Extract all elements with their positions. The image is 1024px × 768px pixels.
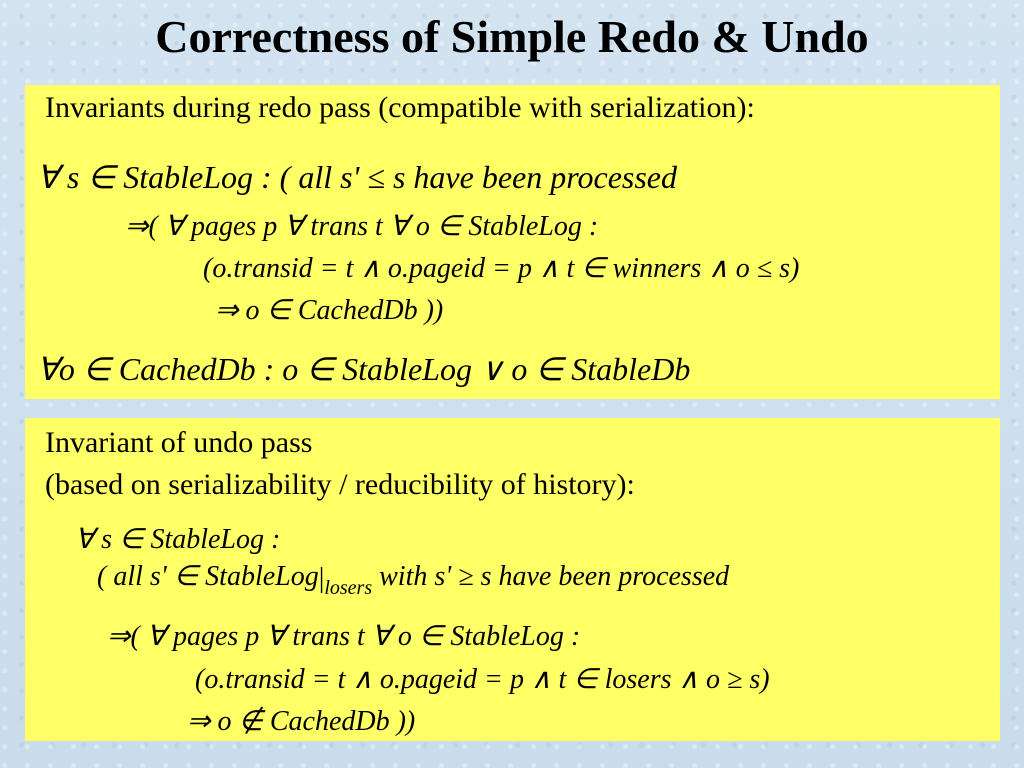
redo-formula-line-2: ⇒( ∀ pages p ∀ trans t ∀ o ∈ StableLog : bbox=[125, 211, 599, 242]
undo-formula-line-4: (o.transid = t ∧ o.pageid = p ∧ t ∈ lose… bbox=[195, 664, 770, 695]
slide-title: Correctness of Simple Redo & Undo bbox=[155, 11, 869, 62]
losers-subscript: losers bbox=[324, 577, 373, 599]
undo-formula-line-1: ∀ s ∈ StableLog : bbox=[75, 524, 281, 555]
undo-formula-line-2-tail: with s' ≥ s have been processed bbox=[372, 561, 730, 592]
redo-formula-line-4: ⇒ o ∈ CachedDb )) bbox=[215, 295, 444, 326]
undo-formula-line-2-head: ( all s' ∈ StableLog bbox=[97, 561, 319, 592]
undo-heading-line-2: (based on serializability / reducibility… bbox=[45, 468, 635, 501]
redo-formula-line-1: ∀ s ∈ StableLog : ( all s' ≤ s have been… bbox=[37, 159, 677, 195]
redo-formula-line-5: ∀o ∈ CachedDb : o ∈ StableLog ∨ o ∈ Stab… bbox=[37, 351, 691, 387]
redo-heading: Invariants during redo pass (compatible … bbox=[45, 91, 755, 124]
undo-formula-line-2: ( all s' ∈ StableLog|losers with s' ≥ s … bbox=[97, 561, 730, 599]
undo-invariant-box: Invariant of undo pass (based on seriali… bbox=[25, 418, 1000, 741]
undo-formula-line-5: ⇒ o ∉ CachedDb )) bbox=[187, 706, 416, 737]
restriction-bar: | bbox=[318, 563, 325, 594]
undo-formula-line-3: ⇒( ∀ pages p ∀ trans t ∀ o ∈ StableLog : bbox=[107, 621, 581, 652]
redo-invariants-box: Invariants during redo pass (compatible … bbox=[25, 85, 1000, 399]
undo-heading-line-1: Invariant of undo pass bbox=[45, 426, 313, 459]
redo-formula-line-3: (o.transid = t ∧ o.pageid = p ∧ t ∈ winn… bbox=[203, 253, 800, 284]
